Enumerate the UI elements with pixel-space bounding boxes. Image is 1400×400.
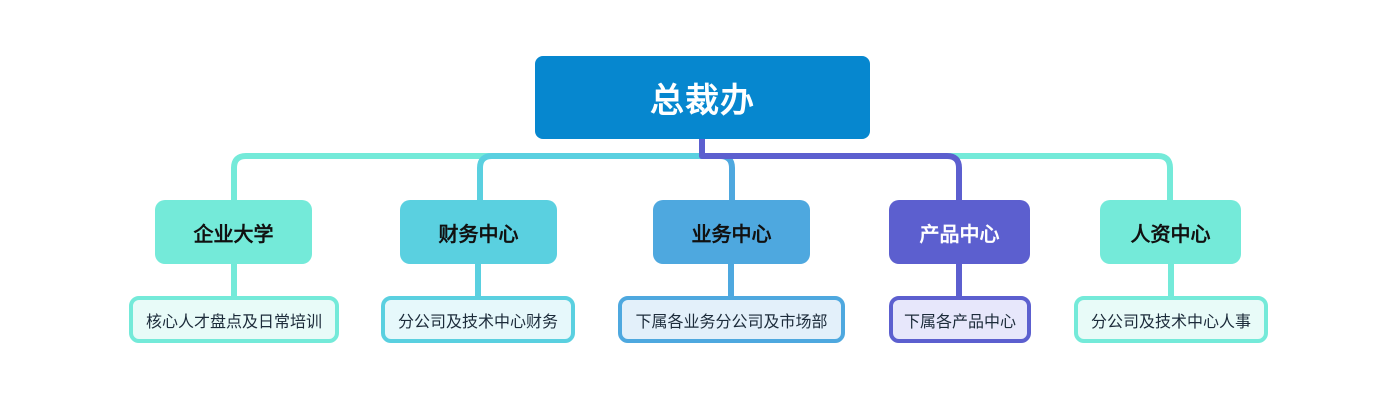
root-node-label: 总裁办 (650, 81, 755, 121)
detail-node-corporate-university[interactable]: 核心人才盘点及日常培训 (129, 296, 339, 343)
detail-node-finance-center[interactable]: 分公司及技术中心财务 (381, 296, 575, 343)
connector-root-to-business (699, 139, 735, 200)
detail-node-product-center[interactable]: 下属各产品中心 (889, 296, 1031, 343)
branch-node-hr-center[interactable]: 人资中心 (1100, 200, 1241, 264)
detail-node-label: 下属各产品中心 (903, 311, 1016, 331)
branch-node-label: 产品中心 (919, 221, 1000, 246)
branch-node-label: 人资中心 (1130, 221, 1211, 246)
root-node-president-office[interactable]: 总裁办 (535, 56, 870, 139)
detail-node-label: 下属各业务分公司及市场部 (635, 311, 828, 331)
detail-node-label: 核心人才盘点及日常培训 (145, 311, 322, 331)
connector-root-to-product (699, 139, 962, 200)
connector-root-to-university (231, 139, 705, 200)
detail-node-label: 分公司及技术中心人事 (1090, 311, 1251, 331)
connector-root-to-finance (477, 139, 705, 200)
branch-node-finance-center[interactable]: 财务中心 (400, 200, 557, 264)
detail-node-hr-center[interactable]: 分公司及技术中心人事 (1074, 296, 1268, 343)
detail-node-label: 分公司及技术中心财务 (397, 311, 558, 331)
connector-root-to-hr (699, 139, 1173, 200)
branch-node-product-center[interactable]: 产品中心 (889, 200, 1030, 264)
branch-node-corporate-university[interactable]: 企业大学 (155, 200, 312, 264)
detail-node-business-center[interactable]: 下属各业务分公司及市场部 (618, 296, 845, 343)
branch-node-label: 企业大学 (193, 221, 274, 246)
branch-node-label: 财务中心 (438, 221, 519, 246)
branch-node-business-center[interactable]: 业务中心 (653, 200, 810, 264)
branch-node-label: 业务中心 (691, 221, 772, 246)
